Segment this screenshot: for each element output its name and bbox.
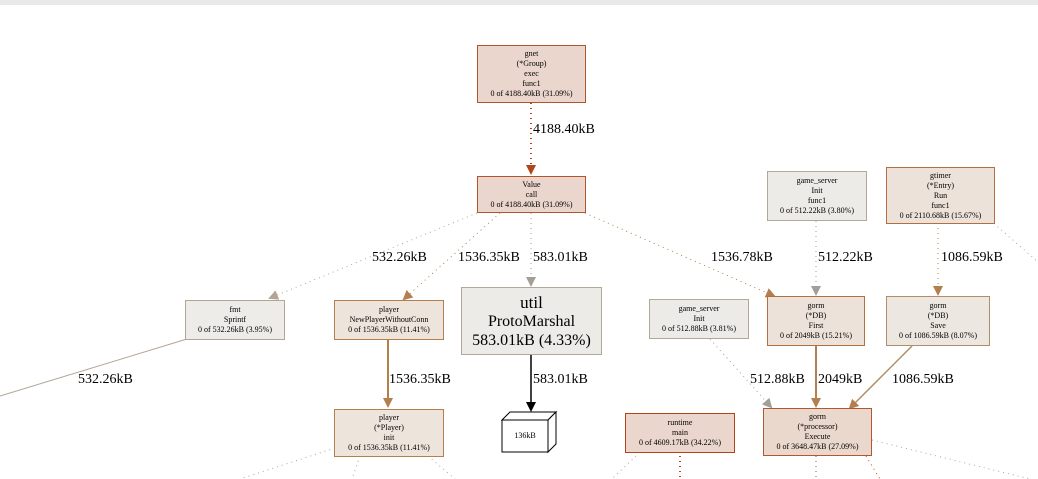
node-fmt-sprintf[interactable]: fmt Sprintf 0 of 532.26kB (3.95%): [185, 300, 285, 340]
node-runtime-main[interactable]: runtime main 0 of 4609.17kB (34.22%): [625, 413, 735, 453]
node-line: 0 of 1536.35kB (11.41%): [348, 443, 430, 452]
node-line: func1: [522, 79, 541, 88]
node-line: (*DB): [805, 311, 827, 320]
edge-save-to-execute: [848, 345, 913, 410]
node-player-newplayer[interactable]: player NewPlayerWithoutConn 0 of 1536.35…: [334, 300, 444, 340]
node-line: Sprintf: [223, 315, 247, 324]
edge-label-fmt-out: 532.26kB: [78, 372, 133, 387]
node-line: (*DB): [927, 311, 949, 320]
node-line: 0 of 4609.17kB (34.22%): [639, 438, 721, 447]
node-line: game_server: [796, 176, 838, 185]
edge-label-save-to-execute: 1086.59kB: [892, 372, 954, 387]
node-line: 0 of 1536.35kB (11.41%): [348, 325, 430, 334]
node-line: 0 of 4188.40kB (31.09%): [490, 89, 573, 98]
node-line: init: [383, 433, 395, 442]
node-line: (*Entry): [926, 180, 955, 190]
node-player-init[interactable]: player (*Player) init 0 of 1536.35kB (11…: [334, 409, 444, 457]
edge-gs-init-to-execute: [709, 338, 773, 409]
edge-label-value-to-util: 583.01kB: [533, 250, 588, 265]
node-line: func1: [931, 200, 950, 210]
edge-label-value-to-newplayer: 1536.35kB: [458, 250, 520, 265]
node-protomarshal-alloc[interactable]: 136kB: [503, 421, 547, 451]
node-gorm-first[interactable]: gorm (*DB) First 0 of 2049kB (15.21%): [767, 296, 865, 346]
edge-label-value-to-fmt: 532.26kB: [372, 250, 427, 265]
node-line: gorm: [929, 301, 947, 310]
node-line: gorm: [807, 301, 825, 310]
node-line: Init: [811, 186, 823, 195]
edge-runtime-left: [611, 455, 637, 479]
node-line: Value: [522, 179, 541, 189]
node-line: player: [379, 305, 399, 314]
node-gorm-save[interactable]: gorm (*DB) Save 0 of 1086.59kB (8.07%): [886, 296, 990, 346]
alloc-box-shape: [500, 410, 558, 454]
node-line: 0 of 532.26kB (3.95%): [198, 325, 272, 334]
node-line: Run: [933, 190, 948, 200]
node-game-server-init[interactable]: game_server Init 0 of 512.88kB (3.81%): [649, 299, 749, 339]
node-line: call: [525, 189, 538, 199]
node-line: First: [808, 321, 824, 330]
edge-execute-right: [871, 439, 1031, 479]
node-game-server-init-func1[interactable]: game_server Init func1 0 of 512.22kB (3.…: [767, 171, 867, 221]
edge-label-first-to-execute: 2049kB: [818, 372, 863, 387]
edge-player-init-down-left: [351, 455, 361, 479]
node-line: gnet: [524, 49, 539, 58]
node-value-call[interactable]: Value call 0 of 4188.40kB (31.09%): [477, 176, 586, 213]
edge-gtimer-offscreen: [989, 219, 1038, 263]
node-line: (*processor): [797, 422, 838, 431]
node-line: Save: [930, 321, 946, 330]
node-line: 0 of 3648.47kB (27.09%): [776, 442, 859, 451]
node-line: 0 of 1086.59kB (8.07%): [899, 331, 977, 340]
edge-label-value-to-first: 1536.78kB: [711, 250, 773, 265]
node-util-protomarshal[interactable]: util ProtoMarshal 583.01kB (4.33%): [461, 287, 602, 355]
edge-label-gtimer-to-save: 1086.59kB: [941, 250, 1003, 265]
edge-label-gs-init-func1-to-first: 512.22kB: [818, 250, 873, 265]
node-line: (*Player): [374, 423, 404, 432]
edge-label-gnet-to-value: 4188.40kB: [533, 122, 595, 137]
node-line: 0 of 512.88kB (3.81%): [662, 324, 736, 333]
node-line: 0 of 4188.40kB (31.09%): [490, 199, 573, 209]
node-line: NewPlayerWithoutConn: [349, 315, 429, 324]
node-line: ProtoMarshal: [487, 312, 576, 330]
edge-player-init-left-out: [239, 447, 336, 479]
node-line: func1: [807, 196, 827, 205]
node-line: 136kB: [514, 431, 536, 440]
node-line: game_server: [678, 304, 720, 313]
node-line: 0 of 512.22kB (3.80%): [780, 206, 854, 215]
node-line: util: [520, 292, 543, 312]
node-line: Init: [693, 314, 705, 323]
node-gnet-exec[interactable]: gnet (*Group) exec func1 0 of 4188.40kB …: [477, 45, 586, 103]
edge-label-gs-init-to-execute: 512.88kB: [750, 372, 805, 387]
node-line: fmt: [229, 305, 241, 314]
node-line: runtime: [667, 418, 693, 427]
node-line: gorm: [809, 412, 826, 421]
edge-player-init-right-out: [427, 455, 456, 479]
node-line: 0 of 2110.68kB (15.67%): [899, 210, 982, 220]
node-line: main: [672, 428, 688, 437]
edge-fmt-offscreen: [0, 338, 188, 397]
node-line: Execute: [804, 432, 831, 441]
node-line: 0 of 2049kB (15.21%): [780, 331, 852, 340]
node-gtimer-run[interactable]: gtimer (*Entry) Run func1 0 of 2110.68kB…: [886, 167, 995, 224]
node-line: player: [379, 413, 399, 422]
edge-label-util-to-alloc: 583.01kB: [533, 372, 588, 387]
node-line: 583.01kB (4.33%): [472, 331, 591, 349]
edge-execute-down-right: [865, 455, 881, 479]
node-line: gtimer: [930, 170, 951, 180]
edge-label-newplayer-to-init: 1536.35kB: [389, 372, 451, 387]
node-gorm-execute[interactable]: gorm (*processor) Execute 0 of 3648.47kB…: [763, 408, 872, 456]
node-line: (*Group): [516, 59, 547, 68]
node-line: exec: [524, 69, 539, 78]
top-bar: [0, 0, 1038, 5]
